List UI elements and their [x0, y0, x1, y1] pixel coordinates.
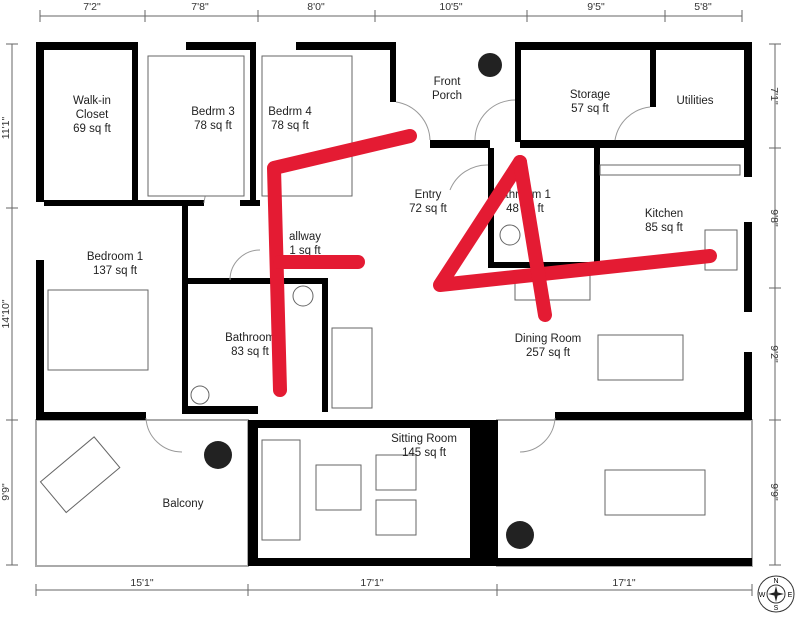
dim-top-1: 7'2"	[83, 1, 101, 13]
furniture	[39, 55, 741, 541]
doors	[145, 99, 651, 453]
label-porch-1: Front	[434, 76, 462, 88]
dim-left-3: 9'9"	[0, 483, 12, 501]
label-entry-area: 72 sq ft	[409, 203, 448, 215]
dim-right-1: 7'1"	[768, 87, 780, 105]
label-bedrm3-area: 78 sq ft	[194, 120, 233, 132]
compass-icon: N S E W	[757, 575, 795, 613]
label-bathroom: Bathroom	[225, 332, 275, 344]
label-utilities: Utilities	[676, 95, 713, 107]
dim-left-1: 11'1"	[0, 116, 12, 139]
label-dining: Dining Room	[515, 333, 581, 345]
dim-top-3: 8'0"	[307, 1, 325, 13]
label-sitting-area: 145 sq ft	[402, 447, 447, 459]
compass-s: S	[774, 605, 779, 612]
walls	[36, 42, 752, 566]
label-bedrm4: Bedrm 4	[268, 106, 312, 118]
label-walkin-1: Walk-in	[73, 95, 111, 107]
label-hallway: allway	[289, 231, 321, 243]
label-dining-area: 257 sq ft	[526, 347, 571, 359]
dim-bottom-1: 15'1"	[130, 577, 154, 589]
label-kitchen: Kitchen	[645, 208, 683, 220]
compass-e: E	[788, 592, 793, 599]
label-bedroom1: Bedroom 1	[87, 251, 143, 263]
label-bedrm3: Bedrm 3	[191, 106, 234, 118]
label-bathroom-area: 83 sq ft	[231, 346, 270, 358]
label-porch-2: Porch	[432, 90, 462, 102]
red-f4-annotation	[267, 129, 717, 397]
dim-right-4: 9'9"	[768, 483, 780, 501]
dim-top-6: 5'8"	[694, 1, 712, 13]
label-storage: Storage	[570, 89, 610, 101]
label-kitchen-area: 85 sq ft	[645, 222, 684, 234]
dim-top-2: 7'8"	[191, 1, 209, 13]
dim-left-2: 14'10"	[0, 299, 12, 328]
label-sitting: Sitting Room	[391, 433, 457, 445]
compass-w: W	[759, 592, 766, 599]
label-walkin-area: 69 sq ft	[73, 123, 112, 135]
label-bedrm4-area: 78 sq ft	[271, 120, 310, 132]
dim-right-3: 9'2"	[768, 345, 780, 363]
label-entry: Entry	[415, 189, 442, 201]
dim-bottom-2: 17'1"	[360, 577, 384, 589]
label-storage-area: 57 sq ft	[571, 103, 610, 115]
room-labels: Walk-in Closet 69 sq ft Bedrm 3 78 sq ft…	[73, 76, 714, 510]
label-balcony: Balcony	[163, 498, 204, 510]
dim-right-2: 9'8"	[768, 209, 780, 227]
plant-icons	[204, 53, 534, 549]
dim-top-5: 9'5"	[587, 1, 605, 13]
label-bedroom1-area: 137 sq ft	[93, 265, 138, 277]
compass-n: N	[773, 578, 778, 585]
dim-top-4: 10'5"	[439, 1, 463, 13]
label-hallway-area: 1 sq ft	[289, 245, 321, 257]
dimension-lines	[6, 10, 781, 596]
dim-bottom-3: 17'1"	[612, 577, 636, 589]
label-walkin-2: Closet	[76, 109, 109, 121]
